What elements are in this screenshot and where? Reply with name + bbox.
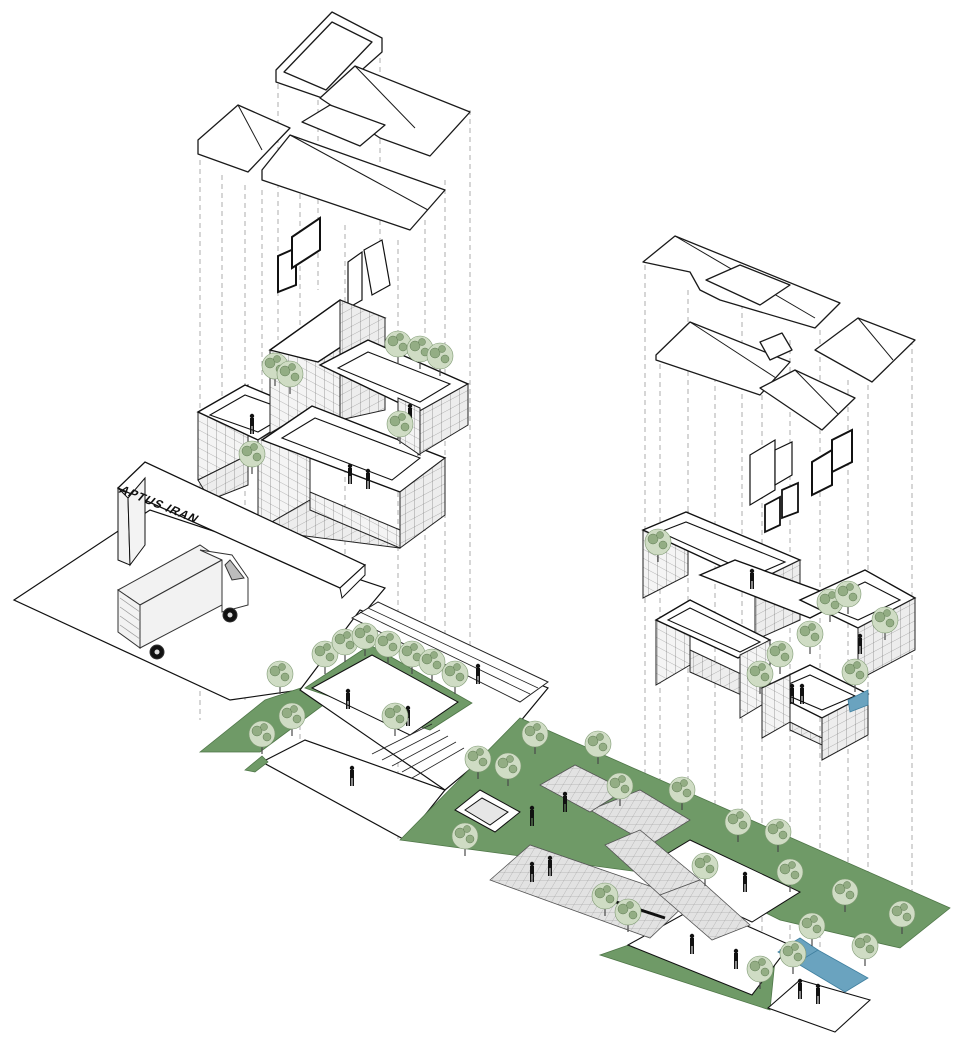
site-landscape xyxy=(399,717,951,1033)
right-building-walls xyxy=(641,511,917,761)
delivery-truck xyxy=(117,544,249,660)
left-building-windows xyxy=(277,216,391,310)
courtyard-landscape xyxy=(299,601,549,791)
right-building-windows xyxy=(749,428,853,534)
paved-plaza xyxy=(454,764,751,941)
right-building-roofs xyxy=(642,235,916,431)
left-building-walls xyxy=(196,299,470,549)
entrance-canopy: APTUS IRAN xyxy=(116,461,367,600)
left-building-roofs xyxy=(197,11,471,231)
